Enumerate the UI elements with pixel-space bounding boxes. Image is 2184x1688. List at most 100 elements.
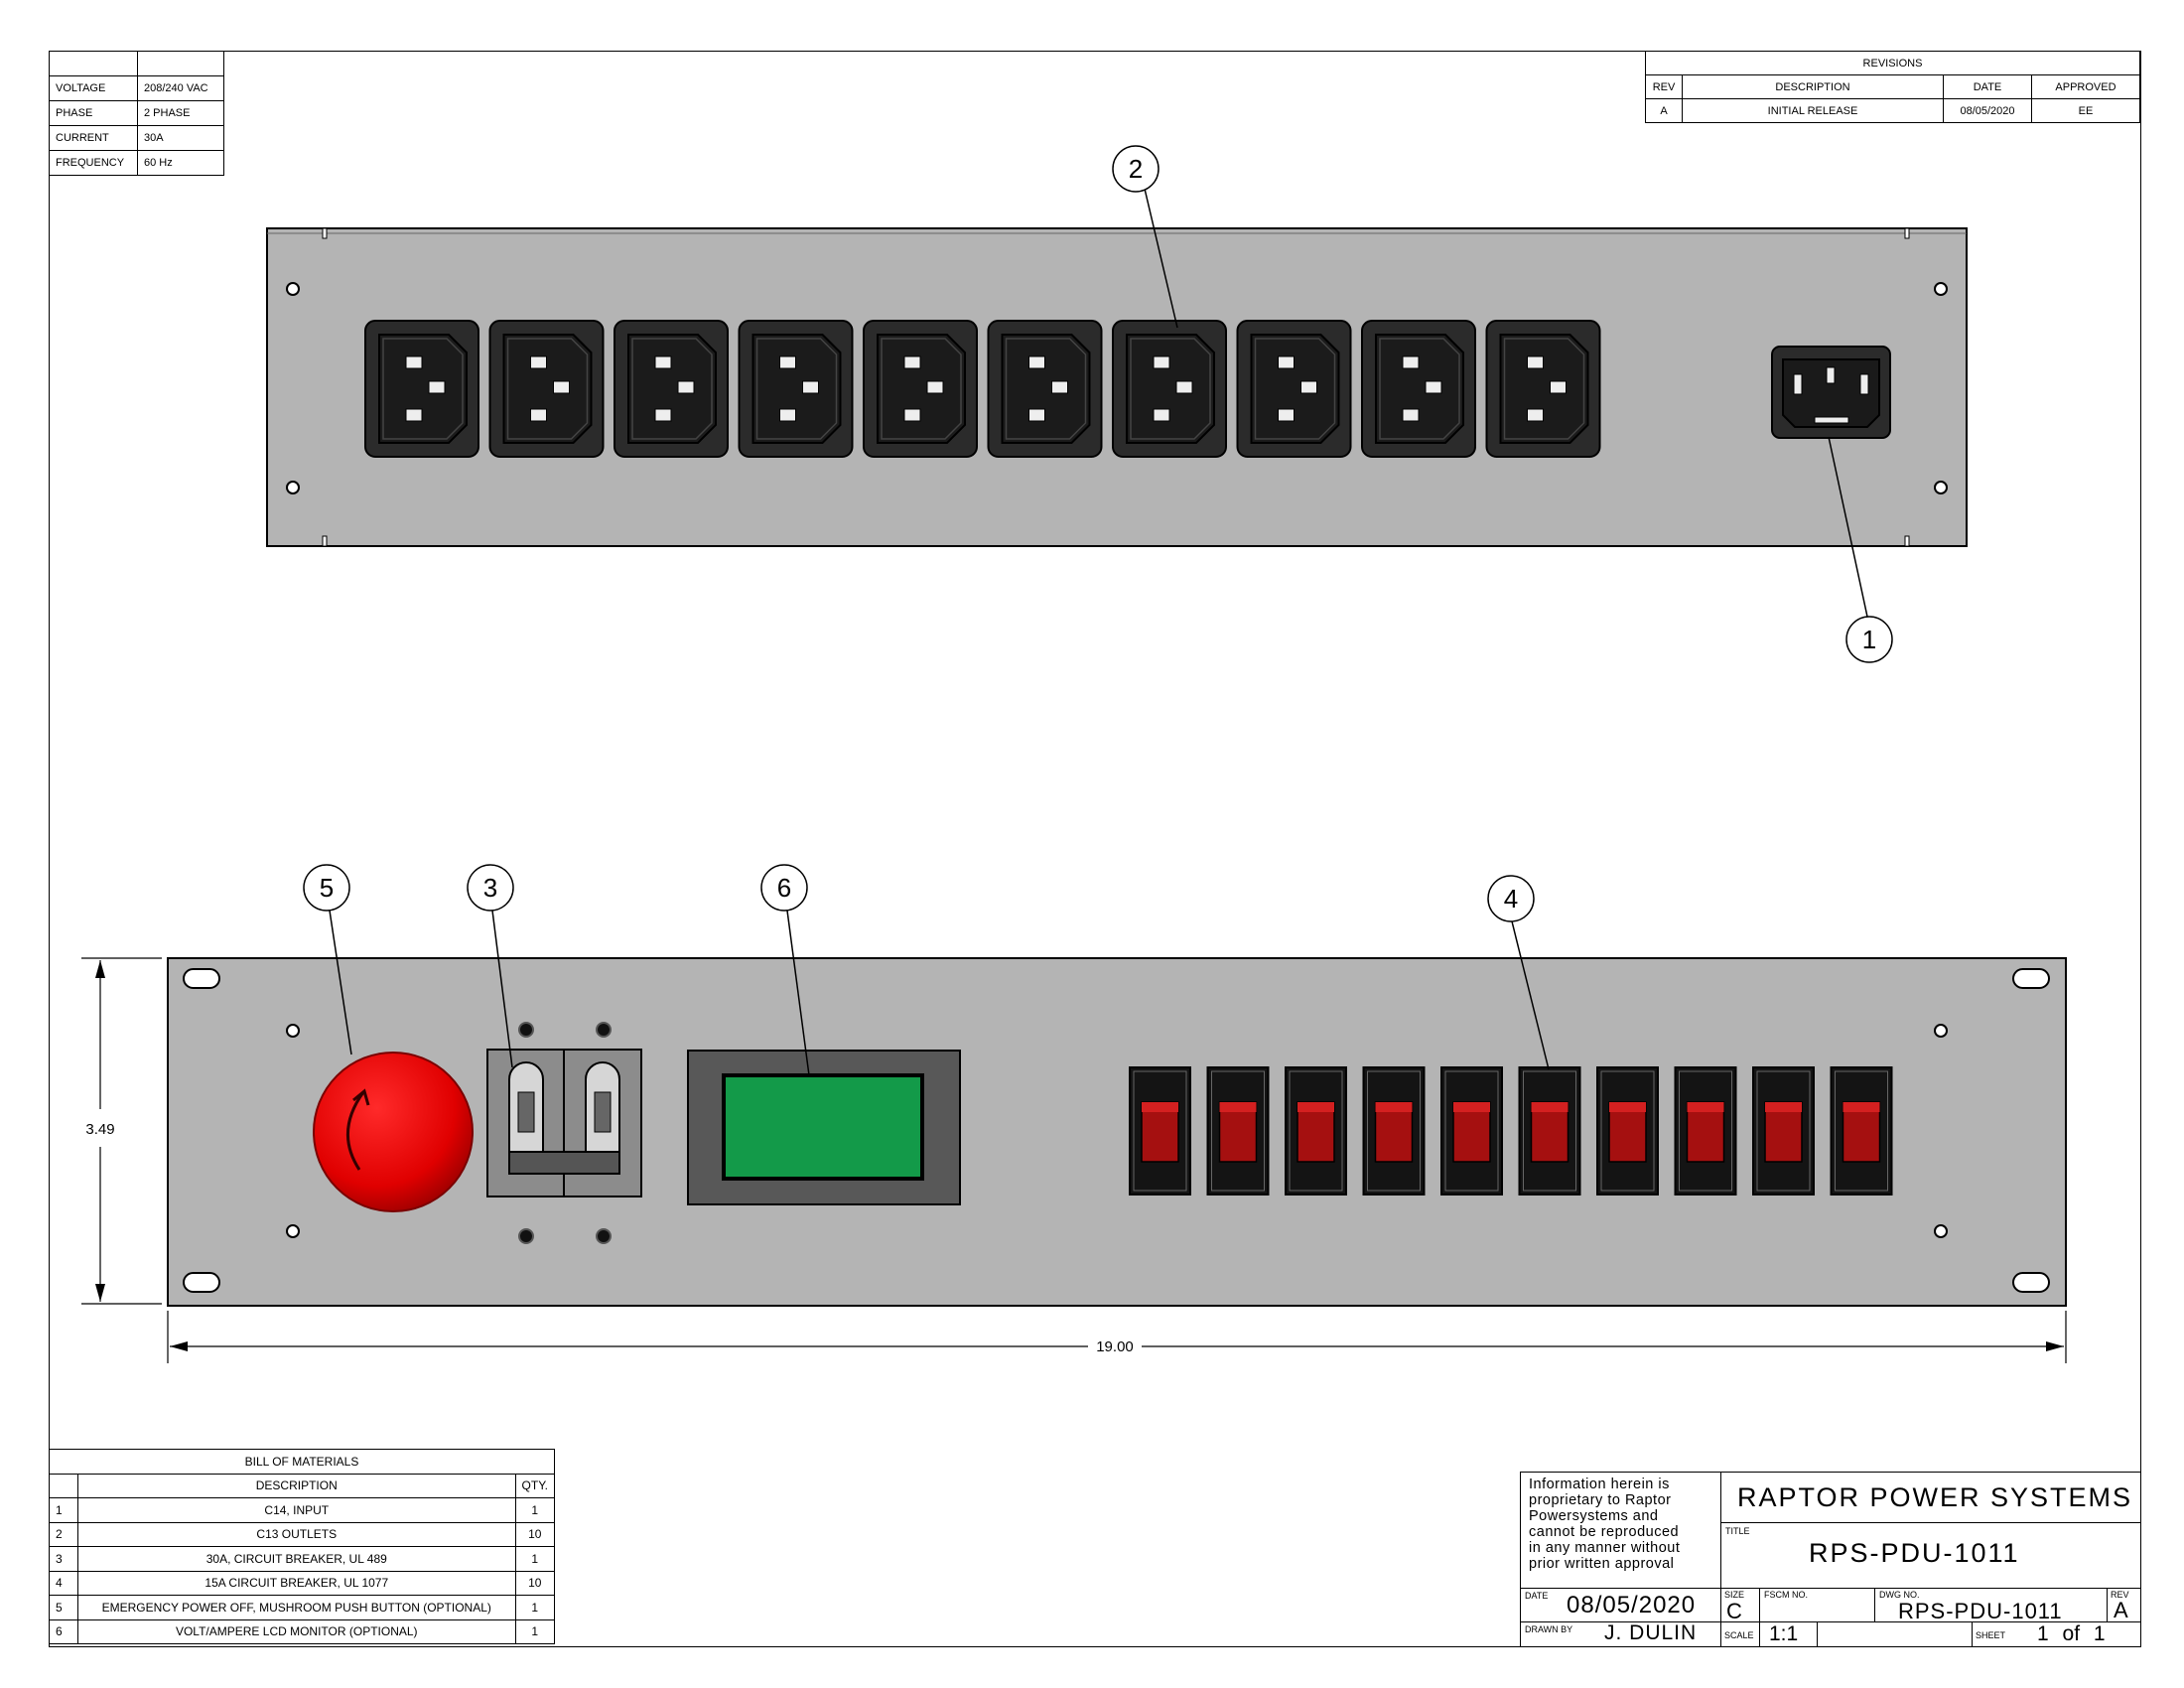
bom-item-qty: 1 [514, 1546, 556, 1572]
bom-description-header: DESCRIPTION [77, 1473, 516, 1498]
emergency-stop-button [313, 1052, 474, 1212]
branch-circuit-breaker [1752, 1066, 1815, 1196]
drawing-date: 08/05/2020 [1567, 1592, 1697, 1618]
bom-item-description: EMERGENCY POWER OFF, MUSHROOM PUSH BUTTO… [77, 1595, 516, 1620]
bom-item-description: C14, INPUT [77, 1497, 516, 1523]
description-header: DESCRIPTION [1682, 74, 1944, 99]
c13-outlet [738, 320, 854, 458]
bom-item-number: 1 [49, 1497, 78, 1523]
drawn-by-label: DRAWN BY [1525, 1624, 1573, 1634]
width-dimension: 19.00 [167, 1311, 2067, 1363]
mount-hole [1934, 1024, 1948, 1038]
mount-hole [1934, 1224, 1948, 1238]
scale-label: SCALE [1724, 1630, 1754, 1640]
spec-label: CURRENT [49, 125, 138, 151]
callout-1-label: 1 [1862, 625, 1876, 654]
rev-cell: A [1645, 98, 1683, 123]
bom-item-qty: 1 [514, 1497, 556, 1523]
mount-hole [286, 1224, 300, 1238]
bom-item-description: 15A CIRCUIT BREAKER, UL 1077 [77, 1570, 516, 1596]
main-circuit-breaker [486, 1022, 642, 1244]
branch-circuit-breaker [1440, 1066, 1503, 1196]
c13-outlet [488, 320, 605, 458]
drawing-border [49, 51, 2141, 1647]
callout-6-label: 6 [777, 873, 791, 903]
branch-circuit-breaker [1596, 1066, 1659, 1196]
spec-label: FREQUENCY [49, 150, 138, 176]
branch-breaker-row [1129, 1066, 1893, 1196]
callout-3: 3 [467, 864, 514, 1068]
bom-item-number: 6 [49, 1618, 78, 1644]
notice-line: proprietary to Raptor [1529, 1492, 1672, 1508]
revisions-table: REVISIONS REV DESCRIPTION DATE APPROVED … [1645, 51, 2140, 123]
callout-5-label: 5 [320, 873, 334, 903]
mount-hole [1934, 282, 1948, 296]
callout-5: 5 [303, 864, 352, 1055]
rack-slot [183, 968, 220, 989]
c13-outlet [364, 320, 479, 458]
callout-2-label: 2 [1129, 154, 1143, 184]
bom-item-number: 2 [49, 1521, 78, 1547]
mount-hole [1934, 481, 1948, 494]
bom-item-description: 30A, CIRCUIT BREAKER, UL 489 [77, 1546, 516, 1572]
sheet-number: 1 of 1 [2037, 1622, 2106, 1645]
proprietary-notice: Information herein is proprietary to Rap… [1529, 1477, 1680, 1572]
drawn-by: J. DULIN [1604, 1621, 1698, 1644]
callout-3-label: 3 [483, 873, 497, 903]
branch-circuit-breaker [1285, 1066, 1347, 1196]
date-cell: 08/05/2020 [1943, 98, 2032, 123]
mount-hole [286, 481, 300, 494]
bom-item-number: 3 [49, 1546, 78, 1572]
date-label: DATE [1525, 1591, 1549, 1601]
bom-qty-header: QTY. [514, 1473, 556, 1498]
dwg-label: DWG NO. [1879, 1590, 1920, 1600]
spec-value: 60 Hz [137, 150, 224, 176]
description-cell: INITIAL RELEASE [1682, 98, 1944, 123]
lcd-monitor [687, 1050, 961, 1205]
company-name: RAPTOR POWER SYSTEMS [1737, 1482, 2133, 1512]
c13-outlet [863, 320, 978, 458]
front-panel [167, 957, 2067, 1307]
revision: A [2114, 1598, 2128, 1622]
rev-label: REV [2111, 1590, 2129, 1600]
sheet-size: C [1726, 1599, 1743, 1623]
spec-label: VOLTAGE [49, 75, 138, 101]
bom-item-description: VOLT/AMPERE LCD MONITOR (OPTIONAL) [77, 1618, 516, 1644]
c13-outlet [614, 320, 729, 458]
rack-slot [2012, 1272, 2050, 1293]
bom-item-description: C13 OUTLETS [77, 1521, 516, 1547]
bom-item-qty: 10 [514, 1570, 556, 1596]
mount-hole [286, 282, 300, 296]
c13-outlet [1112, 320, 1227, 458]
bom-item-number: 5 [49, 1595, 78, 1620]
c13-outlet [987, 320, 1103, 458]
size-label: SIZE [1724, 1590, 1745, 1600]
notice-line: in any manner without [1529, 1540, 1681, 1556]
drawing-title: RPS-PDU-1011 [1809, 1538, 2020, 1568]
notice-line: Powersystems and [1529, 1508, 1659, 1524]
width-dimension-label: 19.00 [1096, 1338, 1134, 1355]
c13-outlet [1485, 320, 1601, 458]
notice-line: prior written approval [1529, 1556, 1675, 1572]
title-label: TITLE [1725, 1526, 1750, 1536]
title-block: Information herein is proprietary to Rap… [1520, 1472, 2141, 1647]
revisions-title: REVISIONS [1645, 51, 2140, 75]
notice-line: Information herein is [1529, 1477, 1670, 1492]
branch-circuit-breaker [1362, 1066, 1426, 1196]
rear-panel [266, 227, 1968, 547]
rack-slot [2012, 968, 2050, 989]
c14-inlet [1771, 346, 1891, 439]
branch-circuit-breaker [1206, 1066, 1270, 1196]
bom-item-number: 4 [49, 1570, 78, 1596]
branch-circuit-breaker [1830, 1066, 1893, 1196]
bom-item-qty: 10 [514, 1521, 556, 1547]
bom-item-qty: 1 [514, 1595, 556, 1620]
bom-title: BILL OF MATERIALS [49, 1449, 555, 1475]
